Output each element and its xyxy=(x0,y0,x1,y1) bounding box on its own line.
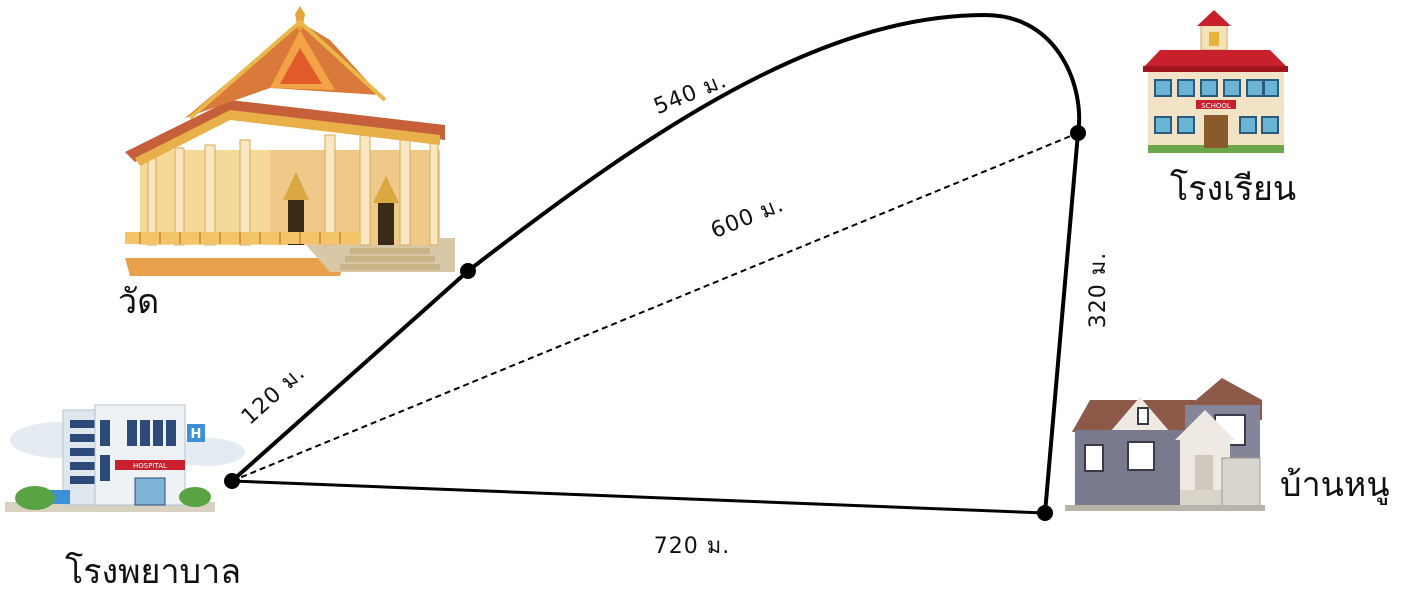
hospital-h-sign: H xyxy=(191,427,202,442)
school-label: โรงเรียน xyxy=(1170,169,1296,209)
school-sign: SCHOOL xyxy=(1201,102,1231,110)
distance-school-to-house: 320 ม. xyxy=(1086,252,1111,328)
point-hospital xyxy=(224,473,240,489)
point-bend xyxy=(460,263,476,279)
hospital-sign: HOSPITAL xyxy=(133,462,167,470)
temple-label: วัด xyxy=(118,282,159,322)
route-hospital-to-house xyxy=(231,479,1046,515)
house-icon xyxy=(1065,378,1265,511)
distance-hospital-to-school-direct: 600 ม. xyxy=(707,192,787,244)
school-icon: SCHOOL xyxy=(1143,10,1288,153)
hospital-icon: HOSPITAL H xyxy=(5,404,245,512)
route-school-to-house xyxy=(1043,132,1080,514)
temple-icon xyxy=(125,6,455,276)
route-bend-to-school xyxy=(466,12,1082,273)
hospital-label: โรงพยาบาล xyxy=(65,552,241,591)
distance-hospital-to-house: 720 ม. xyxy=(654,534,730,559)
point-house xyxy=(1037,505,1053,521)
route-points xyxy=(224,125,1086,521)
routes xyxy=(230,12,1082,515)
house-label: บ้านหนู xyxy=(1280,465,1390,505)
route-hospital-to-bend xyxy=(230,269,470,483)
point-school xyxy=(1070,125,1086,141)
route-hospital-to-school-direct xyxy=(231,132,1079,482)
